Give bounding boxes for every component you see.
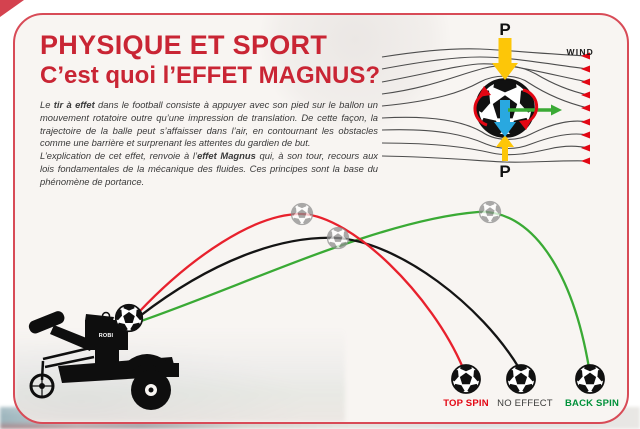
intro-paragraph-1: Le tir à effet dans le football consiste…: [40, 99, 378, 150]
stadium-ghost-image: [15, 327, 345, 422]
intro-text: Le: [40, 99, 54, 110]
card-frame: PHYSIQUE ET SPORT C’est quoi l’EFFET MAG…: [13, 13, 629, 424]
page-subtitle: C’est quoi l’EFFET MAGNUS?: [40, 62, 380, 89]
intro-bold-tir-a-effet: tir à effet: [53, 99, 95, 110]
intro-text: L’explication de cet effet, renvoie à l’: [40, 150, 198, 162]
page-title: PHYSIQUE ET SPORT: [40, 30, 328, 60]
intro-text: dans le football consiste à appuyer avec…: [40, 99, 378, 149]
intro-paragraph-2: L’explication de cet effet, renvoie à l’…: [40, 150, 378, 188]
corner-accent-shape: [0, 0, 24, 17]
intro-text: qui, à son tour, recours aux lois fondam…: [40, 150, 378, 187]
intro-bold-effet-magnus: effet Magnus: [197, 150, 256, 162]
intro-paragraph: Le tir à effet dans le football consiste…: [40, 99, 378, 188]
